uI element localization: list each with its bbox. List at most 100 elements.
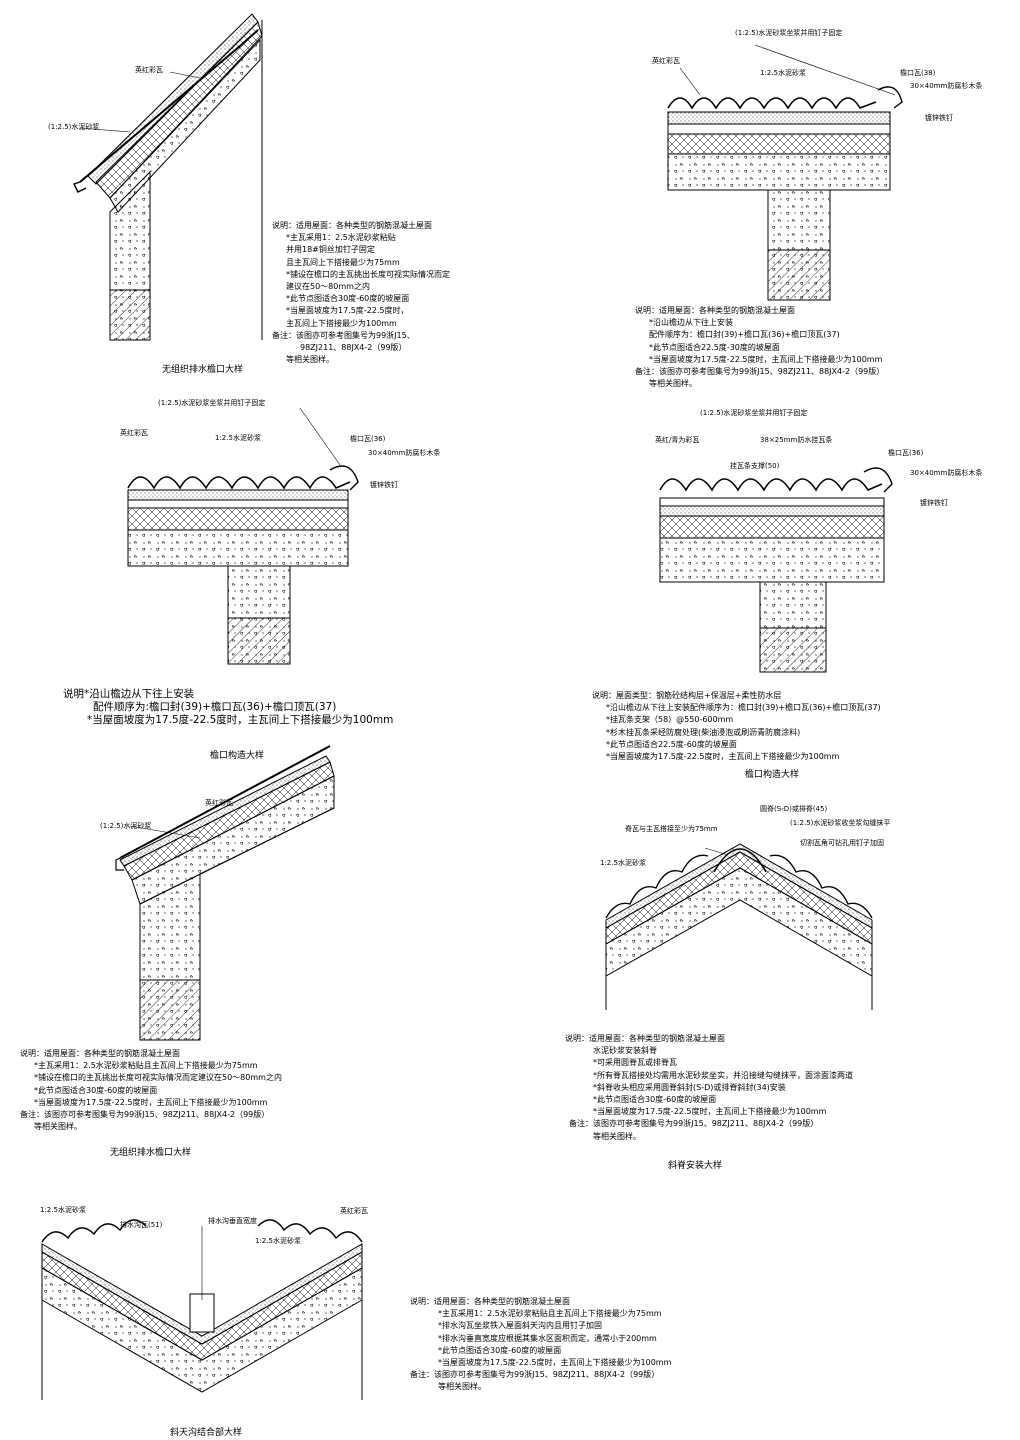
d7-note: *当屋面坡度为17.5度-22.5度时，主瓦间上下搭接最少为100mm: [438, 1358, 672, 1368]
d7-label-gutter-width: 排水沟垂直宽度: [208, 1217, 257, 1225]
d7-note: 说明：适用屋面：各种类型的钢筋混凝土屋面: [410, 1297, 570, 1306]
d1-note: 备注：该图亦可参考图集号为99浙J15、: [272, 330, 415, 340]
d2-label-nail: 镀锌铁钉: [925, 114, 953, 122]
d4-note: *此节点图适合22.5度-60度的坡屋面: [606, 739, 737, 749]
d6-note: 等相关图样。: [593, 1131, 641, 1141]
d7-notes: 说明：适用屋面：各种类型的钢筋混凝土屋面 *主瓦采用1：2.5水泥砂浆粘贴且主瓦…: [410, 1296, 671, 1394]
d5-label-tile: 英红彩瓦: [205, 799, 233, 807]
d1-label-tile: 英红彩瓦: [135, 66, 163, 74]
d4-label-batten-strip: 38×25mm防水挂瓦条: [760, 436, 833, 444]
d7-note: *主瓦采用1：2.5水泥砂浆粘贴且主瓦间上下搭接最少为75mm: [438, 1309, 662, 1319]
d4-label-tile: 英红/青为彩瓦: [655, 436, 700, 444]
d1-note: 说明：适用屋面：各种类型的钢筋混凝土屋面: [272, 221, 432, 230]
d7-note: *排水沟垂直宽度应根据其集水区面积而定，通常小于200mm: [438, 1333, 657, 1343]
d2-note: *沿山檐边从下往上安装: [649, 318, 733, 328]
d1-note: *主瓦采用1：2.5水泥砂浆粘贴: [286, 233, 396, 243]
d2-note: 配件顺序为：檐口封(39)+檐口瓦(36)+檐口顶瓦(37): [649, 330, 840, 340]
d1-note: *此节点图适合30度-60度的坡屋面: [286, 294, 410, 304]
d3-label-eave-tile: 檐口瓦(36): [350, 435, 386, 443]
d3-note: 说明*沿山檐边从下往上安装: [63, 688, 195, 700]
d1-title: 无组织排水檐口大样: [162, 365, 244, 375]
d3-label-mortar-fix: (1:2.5)水泥砂浆坐浆并用钉子固定: [158, 399, 266, 407]
d7-label-mortar-right: 1:2.5水泥砂浆: [255, 1237, 301, 1245]
d2-label-tile: 英红彩瓦: [652, 57, 680, 65]
d4-note: *沿山檐边从下往上安装配件顺序为：檐口封(39)+檐口瓦(36)+檐口顶瓦(37…: [606, 703, 881, 713]
d2-label-batten: 30×40mm防腐杉木条: [910, 82, 983, 90]
d4-note: 说明：屋面类型：钢筋砼结构层+保温层+柔性防水层: [592, 691, 782, 700]
d1-note: 等相关图样。: [286, 355, 334, 365]
d4-label-batten: 30×40mm防腐杉木条: [910, 469, 983, 477]
d6-label-mortar-fill: (1:2.5)水泥砂浆收坐浆勾缝抹平: [790, 819, 891, 827]
d3-note: 配件顺序为:檐口封(39)+檐口瓦(36)+檐口顶瓦(37): [93, 701, 337, 713]
d2-note: 等相关图样。: [649, 379, 697, 389]
d7-label-tile: 英红彩瓦: [340, 1207, 368, 1215]
d3-label-tile: 英红彩瓦: [120, 429, 148, 437]
d5-note: *此节点图适合30度-60度的坡屋面: [34, 1085, 158, 1095]
d3-note: *当屋面坡度为17.5度-22.5度时，主瓦间上下搭接最少为100mm: [87, 714, 394, 726]
diagram-7-valley: [41, 1219, 363, 1400]
d1-notes: 说明：适用屋面：各种类型的钢筋混凝土屋面 *主瓦采用1：2.5水泥砂浆粘贴 并用…: [272, 220, 450, 366]
diagram-1-eave: [73, 13, 263, 341]
d5-notes: 说明：适用屋面：各种类型的钢筋混凝土屋面 *主瓦采用1：2.5水泥砂浆粘贴且主瓦…: [20, 1048, 282, 1133]
d7-note: *排水沟瓦坐浆铁入屋面斜天沟内且用钉子加固: [438, 1321, 602, 1331]
diagram-3-eave: [127, 407, 359, 665]
d1-note: 并用18#铜丝加钉子固定: [286, 245, 375, 255]
d6-label-cut-tile: 切割瓦角可钻孔用钉子加固: [800, 839, 884, 847]
d1-label-mortar: (1:2.5)水泥砂浆: [48, 123, 100, 131]
diagram-6-ridge: [605, 843, 873, 1010]
d3-label-mortar: 1:2.5水泥砂浆: [215, 434, 261, 442]
d3-label-batten: 30×40mm防腐杉木条: [368, 449, 441, 457]
d5-note: 等相关图样。: [34, 1122, 82, 1132]
d3-title: 檐口构造大样: [210, 751, 265, 761]
d4-label-nail: 镀锌铁钉: [920, 499, 948, 507]
d4-title: 檐口构造大样: [745, 770, 800, 780]
d6-note: *当屋面坡度为17.5度-22.5度时，主瓦间上下搭接最少为100mm: [593, 1107, 827, 1117]
d6-title: 斜脊安装大样: [668, 1161, 723, 1171]
d7-label-gutter-tile: 排水沟瓦(51): [120, 1221, 163, 1229]
diagram-4-eave: [659, 467, 893, 673]
d3-notes: 说明*沿山檐边从下往上安装 配件顺序为:檐口封(39)+檐口瓦(36)+檐口顶瓦…: [63, 688, 393, 727]
d4-label-eave-tile: 檐口瓦(36): [888, 449, 924, 457]
d6-note: 水泥砂浆安装斜脊: [593, 1046, 657, 1056]
d6-note: *此节点图适合30度-60度的坡屋面: [593, 1095, 717, 1105]
d4-note: *当屋面坡度为17.5度-22.5度时，主瓦间上下搭接最少为100mm: [606, 752, 840, 762]
d6-label-mortar: 1:2.5水泥砂浆: [600, 859, 646, 867]
d5-title: 无组织排水檐口大样: [110, 1148, 192, 1158]
d7-note: 等相关图样。: [438, 1382, 486, 1392]
d6-note: *所有脊瓦搭接处均需用水泥砂浆坐实，并沿接缝勾缝抹平，面涂面漆两道: [593, 1070, 853, 1080]
d6-label-overlap: 脊瓦与主瓦搭接至少为75mm: [625, 825, 718, 833]
d2-note: *此节点图适合22.5度-30度的坡屋面: [649, 342, 780, 352]
d2-label-eave-tile: 檐口瓦(38): [900, 69, 936, 77]
diagram-2-eave: [667, 44, 903, 301]
d2-note: 备注：该图亦可参考图集号为99浙J15、98ZJ211、88JX4-2（99版）: [635, 367, 885, 377]
d1-note: *当屋面坡度为17.5度-22.5度时，: [286, 306, 409, 316]
d7-note: 备注：该图亦可参考图集号为99浙J15、98ZJ211、88JX4-2（99版）: [410, 1370, 660, 1380]
d6-note: *斜脊收头相应采用圆脊斜封(S-D)或排脊斜封(34)安装: [593, 1082, 786, 1092]
d7-title: 斜天沟结合部大样: [170, 1428, 243, 1438]
d3-label-nail: 镀锌铁钉: [370, 481, 398, 489]
d6-note: 说明：适用屋面：各种类型的钢筋混凝土屋面: [565, 1034, 725, 1043]
d2-notes: 说明：适用屋面：各种类型的钢筋混凝土屋面 *沿山檐边从下往上安装 配件顺序为：檐…: [635, 305, 884, 390]
d5-note: *当屋面坡度为17.5度-22.5度时，主瓦间上下搭接最少为100mm: [34, 1097, 268, 1107]
d4-label-support: 挂瓦条支撑(50): [730, 462, 780, 470]
d6-label-ridge: 圆脊(S-D)或排脊(45): [760, 805, 828, 813]
d4-label-mortar-fix: (1:2.5)水泥砂浆坐浆并用钉子固定: [700, 409, 808, 417]
d2-label-mortar: 1:2.5水泥砂浆: [760, 69, 806, 77]
d6-note: *可采用圆脊瓦或排脊瓦: [593, 1058, 677, 1068]
d7-label-mortar-left: 1:2.5水泥砂浆: [40, 1206, 86, 1214]
d4-note: *杉木挂瓦条采经防腐处理(柴油浸泡或刷沥青防腐涂料): [606, 727, 801, 737]
d5-note: 备注：该图亦可参考图集号为99浙J15、98ZJ211、88JX4-2（99版）: [20, 1110, 270, 1120]
d6-note: 备注：该图亦可参考图集号为99浙J15、98ZJ211、88JX4-2（99版）: [569, 1119, 819, 1129]
d5-note: 说明：适用屋面：各种类型的钢筋混凝土屋面: [20, 1049, 180, 1058]
d4-notes: 说明：屋面类型：钢筋砼结构层+保温层+柔性防水层 *沿山檐边从下往上安装配件顺序…: [592, 690, 881, 763]
d2-label-mortar-fix: (1:2.5)水泥砂浆坐浆并用钉子固定: [735, 29, 843, 37]
d1-note: 主瓦间上下搭接最少为100mm: [286, 318, 397, 328]
d6-notes: 说明：适用屋面：各种类型的钢筋混凝土屋面 水泥砂浆安装斜脊 *可采用圆脊瓦或排脊…: [565, 1033, 853, 1143]
d4-note: *挂瓦条支架（58）@550-600mm: [606, 715, 734, 725]
d1-note: *铺设在檐口的主瓦挑出长度可视实际情况而定: [286, 269, 450, 279]
d1-note: 建议在50～80mm之内: [286, 282, 370, 292]
d7-note: *此节点图适合30度-60度的坡屋面: [438, 1345, 562, 1355]
d2-note: 说明：适用屋面：各种类型的钢筋混凝土屋面: [635, 306, 795, 315]
d5-note: *主瓦采用1：2.5水泥砂浆粘贴且主瓦间上下搭接最少为75mm: [34, 1061, 258, 1071]
